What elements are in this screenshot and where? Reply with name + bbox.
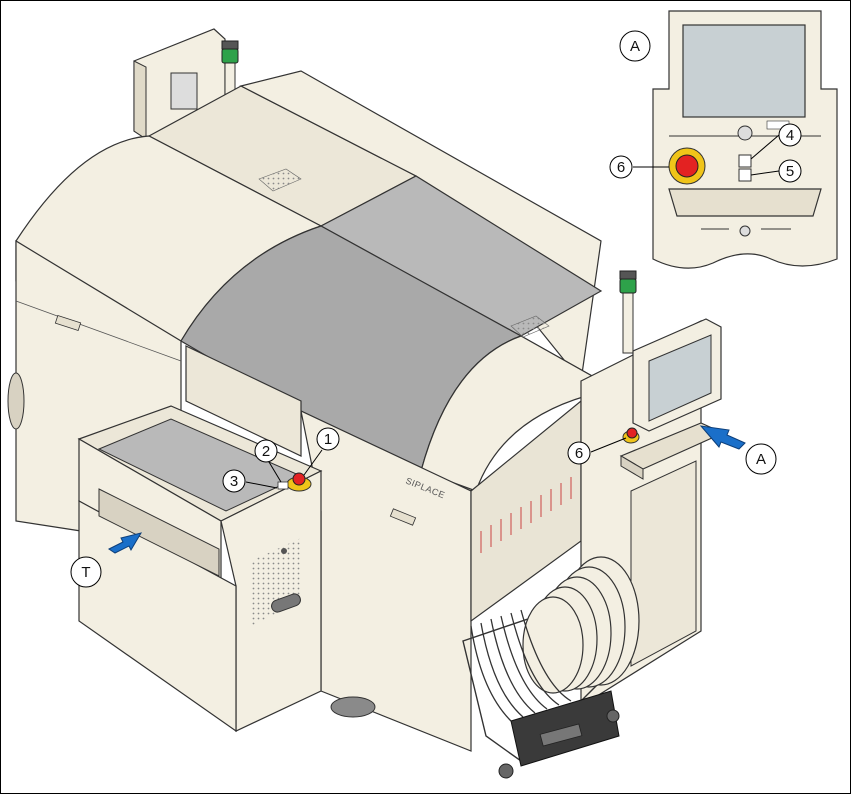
key-switch-icon	[278, 482, 288, 489]
svg-text:3: 3	[230, 473, 238, 490]
svg-text:1: 1	[324, 431, 332, 448]
signal-tower-right	[620, 271, 636, 353]
svg-text:A: A	[756, 451, 766, 468]
svg-text:5: 5	[786, 163, 794, 180]
callout-t: T	[71, 557, 101, 587]
inset-screen	[683, 25, 805, 117]
callout-1: 1	[317, 428, 339, 450]
svg-text:T: T	[81, 564, 90, 581]
svg-text:6: 6	[575, 445, 583, 462]
callout-a-machine: A	[746, 444, 776, 474]
svg-text:A: A	[630, 38, 640, 55]
callout-4: 4	[779, 124, 801, 146]
callout-2: 2	[255, 440, 277, 462]
operator-monitor	[633, 319, 721, 431]
stop-button-icon	[293, 473, 305, 485]
stop-button-icon	[627, 428, 637, 438]
right-door	[631, 461, 696, 666]
switch-5-icon	[739, 169, 751, 181]
callout-3: 3	[223, 470, 245, 492]
callout-a-inset: A	[620, 31, 650, 61]
svg-text:6: 6	[617, 159, 625, 176]
callout-6-inset: 6	[610, 156, 632, 178]
callout-5: 5	[779, 160, 801, 182]
monitor-bracket	[171, 73, 197, 109]
caster-wheel	[607, 710, 619, 722]
switch-4-icon	[739, 155, 751, 167]
foot	[331, 697, 375, 717]
stop-button-icon	[676, 155, 698, 177]
svg-text:2: 2	[262, 443, 270, 460]
caster-wheel	[499, 764, 513, 778]
callout-6-machine: 6	[568, 442, 590, 464]
green-lamp-icon	[222, 49, 238, 63]
svg-text:4: 4	[786, 127, 794, 144]
inset-tray	[669, 189, 821, 216]
green-lamp-icon	[620, 279, 636, 293]
inset-detail-a	[653, 11, 837, 268]
